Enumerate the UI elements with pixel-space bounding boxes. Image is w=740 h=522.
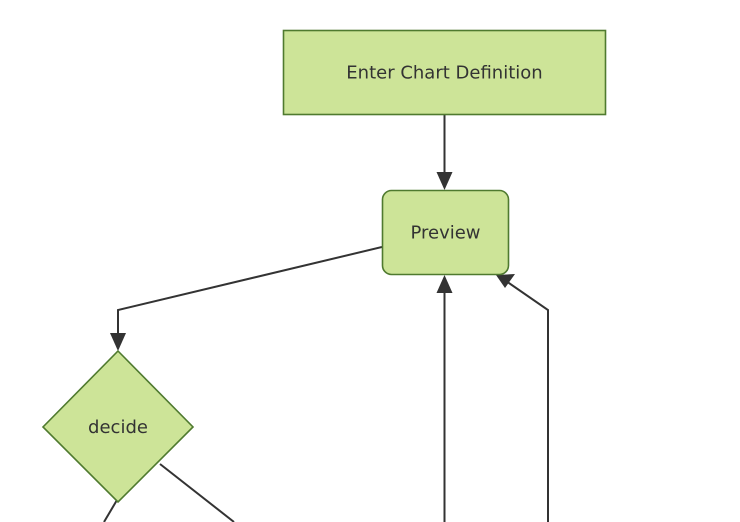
arrowhead-icon xyxy=(496,274,515,288)
node-enter-chart-definition[interactable]: Enter Chart Definition xyxy=(282,29,607,116)
edge-enter-to-preview[interactable] xyxy=(436,115,453,190)
edge-decide-right-out[interactable] xyxy=(159,463,235,522)
arrowhead-icon xyxy=(436,275,453,293)
arrowhead-icon xyxy=(436,172,453,190)
edge-decide-bottom-out[interactable] xyxy=(103,499,118,522)
node-shape-rectangle xyxy=(282,29,607,116)
edge-right-into-preview[interactable] xyxy=(496,274,549,522)
node-shape-rounded-rectangle xyxy=(381,189,510,276)
edge-preview-to-decide[interactable] xyxy=(110,246,383,351)
arrowhead-icon xyxy=(110,333,126,351)
node-shape-diamond xyxy=(41,349,195,504)
node-preview[interactable]: Preview xyxy=(381,189,510,276)
edge-center-into-preview[interactable] xyxy=(436,275,453,522)
